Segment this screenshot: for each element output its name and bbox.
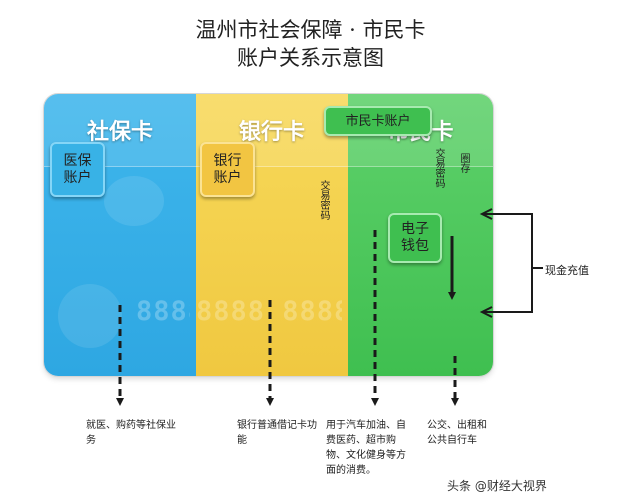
desc-bank-card: 银行普通借记卡功能 [237, 420, 317, 446]
faint-card-number: 8888 [136, 296, 190, 327]
label-transaction-password-2: 交易密码 [433, 148, 444, 188]
medical-insurance-account-box: 医保账户 [50, 142, 105, 197]
cash-topup-bracket [484, 213, 533, 313]
diagram-title-line1: 温州市社会保障 · 市民卡 [195, 18, 426, 42]
label-cash-topup: 现金充值 [545, 264, 589, 277]
panel-title-bank: 银行卡 [238, 120, 305, 145]
citizen-card-account-label: 市民卡账户 [345, 113, 411, 129]
label-load-deposit: 圈存 [458, 153, 469, 173]
citizen-card-account-box: 市民卡账户 [324, 106, 432, 136]
arrowhead-to-wallet [479, 306, 493, 318]
arrowhead-to-civic-account [479, 208, 493, 220]
bank-account-box: 银行账户 [200, 142, 255, 197]
desc-social-security: 就医、购药等社保业务 [86, 420, 176, 446]
panel-bank-card: 银行卡 8888 8888 [196, 94, 348, 376]
bank-account-label: 银行账户 [213, 152, 242, 186]
desc-e-wallet: 公交、出租和公共自行车 [427, 420, 487, 446]
diagram-title-line2: 账户关系示意图 [237, 46, 384, 70]
e-wallet-box: 电子钱包 [388, 213, 442, 263]
label-transaction-password-1: 交易密码 [318, 180, 329, 220]
e-wallet-label: 电子钱包 [401, 221, 429, 254]
desc-citizen-account: 用于汽车加油、自费医药、超市购物、文化健身等方面的消费。 [326, 420, 406, 476]
ghost-mascot-decoration [104, 176, 164, 226]
ghost-seal-decoration [58, 284, 122, 348]
medical-insurance-account-label: 医保账户 [63, 152, 92, 186]
panel-title-social: 社保卡 [86, 120, 153, 145]
watermark: 头条 @财经大视界 [447, 479, 547, 493]
panel-social-security-card: 社保卡 8888 [44, 94, 196, 376]
